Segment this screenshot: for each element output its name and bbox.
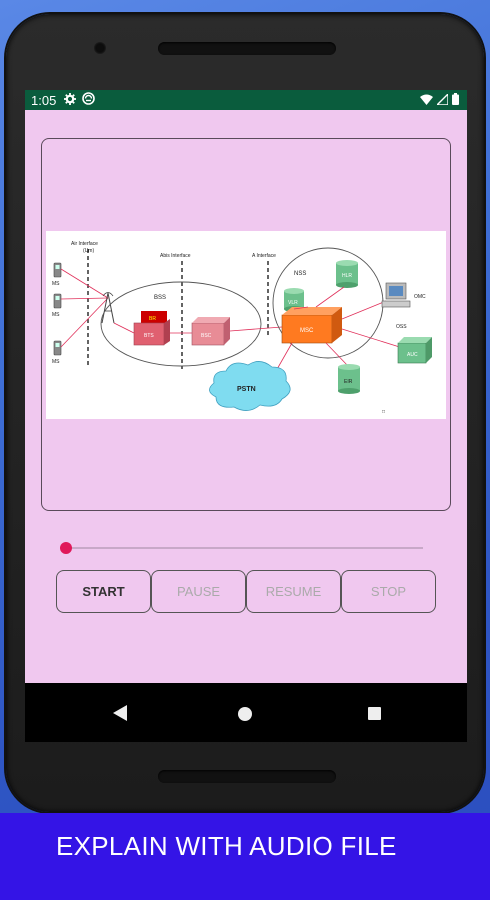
recent-apps-icon[interactable] bbox=[368, 707, 381, 720]
phone-frame: 1:05 bbox=[6, 14, 484, 812]
ms-label-3: MS bbox=[52, 359, 60, 365]
status-bar: 1:05 bbox=[25, 90, 467, 110]
auc-node bbox=[397, 337, 432, 364]
pstn-label: PSTN bbox=[237, 386, 256, 393]
ms-phone-2 bbox=[53, 293, 62, 309]
image-card: Air Interface (Um) Abis Interface A Inte… bbox=[41, 138, 451, 511]
app-content: Air Interface (Um) Abis Interface A Inte… bbox=[25, 110, 467, 683]
wifi-icon bbox=[420, 93, 433, 108]
bsc-label: BSC bbox=[201, 333, 212, 339]
earpiece-speaker bbox=[158, 42, 336, 55]
battery-icon bbox=[452, 93, 459, 108]
nss-label: NSS bbox=[294, 271, 306, 277]
sync-icon bbox=[82, 92, 96, 108]
bts-top-label: BR bbox=[149, 316, 156, 322]
home-icon[interactable] bbox=[238, 707, 252, 721]
pstn-cloud bbox=[209, 361, 291, 411]
ms-label-1: MS bbox=[52, 281, 60, 287]
msc-node bbox=[281, 307, 342, 344]
signal-icon bbox=[435, 92, 449, 108]
gsm-architecture-diagram: Air Interface (Um) Abis Interface A Inte… bbox=[46, 231, 446, 419]
omc-label: OMC bbox=[414, 294, 426, 300]
hlr-node bbox=[336, 260, 358, 288]
omc-computer-icon bbox=[381, 282, 411, 308]
bsc-node bbox=[191, 317, 230, 346]
bts-label: BTS bbox=[144, 333, 154, 339]
svg-text:□: □ bbox=[382, 409, 385, 415]
auc-label: AUC bbox=[407, 352, 418, 358]
eir-node bbox=[338, 364, 360, 394]
vlr-label: VLR bbox=[288, 300, 298, 306]
stop-button[interactable]: STOP bbox=[341, 570, 436, 613]
eir-label: EIR bbox=[344, 379, 353, 385]
hlr-label: HLR bbox=[342, 273, 352, 279]
bottom-speaker bbox=[158, 770, 336, 783]
phone-screen: 1:05 bbox=[25, 90, 467, 742]
ms-phone-1 bbox=[53, 262, 62, 278]
abis-interface-label: Abis Interface bbox=[160, 253, 191, 259]
front-camera bbox=[94, 42, 106, 54]
msc-label: MSC bbox=[300, 328, 314, 334]
bts-node bbox=[133, 311, 170, 346]
oss-label: OSS bbox=[396, 324, 407, 330]
air-interface-sub-label: (Um) bbox=[83, 248, 94, 254]
pause-button[interactable]: PAUSE bbox=[151, 570, 246, 613]
air-interface-label: Air Interface bbox=[71, 241, 98, 247]
playback-controls: START PAUSE RESUME STOP bbox=[56, 570, 436, 614]
resume-button[interactable]: RESUME bbox=[246, 570, 341, 613]
start-button[interactable]: START bbox=[56, 570, 151, 613]
diagram-svg: Air Interface (Um) Abis Interface A Inte… bbox=[52, 241, 432, 415]
ms-phone-3 bbox=[53, 340, 62, 356]
banner-text: EXPLAIN WITH AUDIO FILE bbox=[56, 831, 397, 861]
a-interface-label: A Interface bbox=[252, 253, 276, 259]
seekbar-thumb[interactable] bbox=[60, 542, 72, 554]
bss-label: BSS bbox=[154, 295, 166, 301]
promo-banner: EXPLAIN WITH AUDIO FILE bbox=[0, 813, 490, 900]
antenna-tower-icon bbox=[101, 292, 115, 324]
navigation-bar bbox=[25, 683, 467, 742]
ms-label-2: MS bbox=[52, 312, 60, 318]
settings-icon bbox=[64, 92, 77, 108]
seekbar-track bbox=[65, 547, 423, 549]
back-icon[interactable] bbox=[113, 705, 127, 726]
status-time: 1:05 bbox=[31, 92, 57, 108]
audio-seekbar[interactable] bbox=[60, 542, 423, 556]
